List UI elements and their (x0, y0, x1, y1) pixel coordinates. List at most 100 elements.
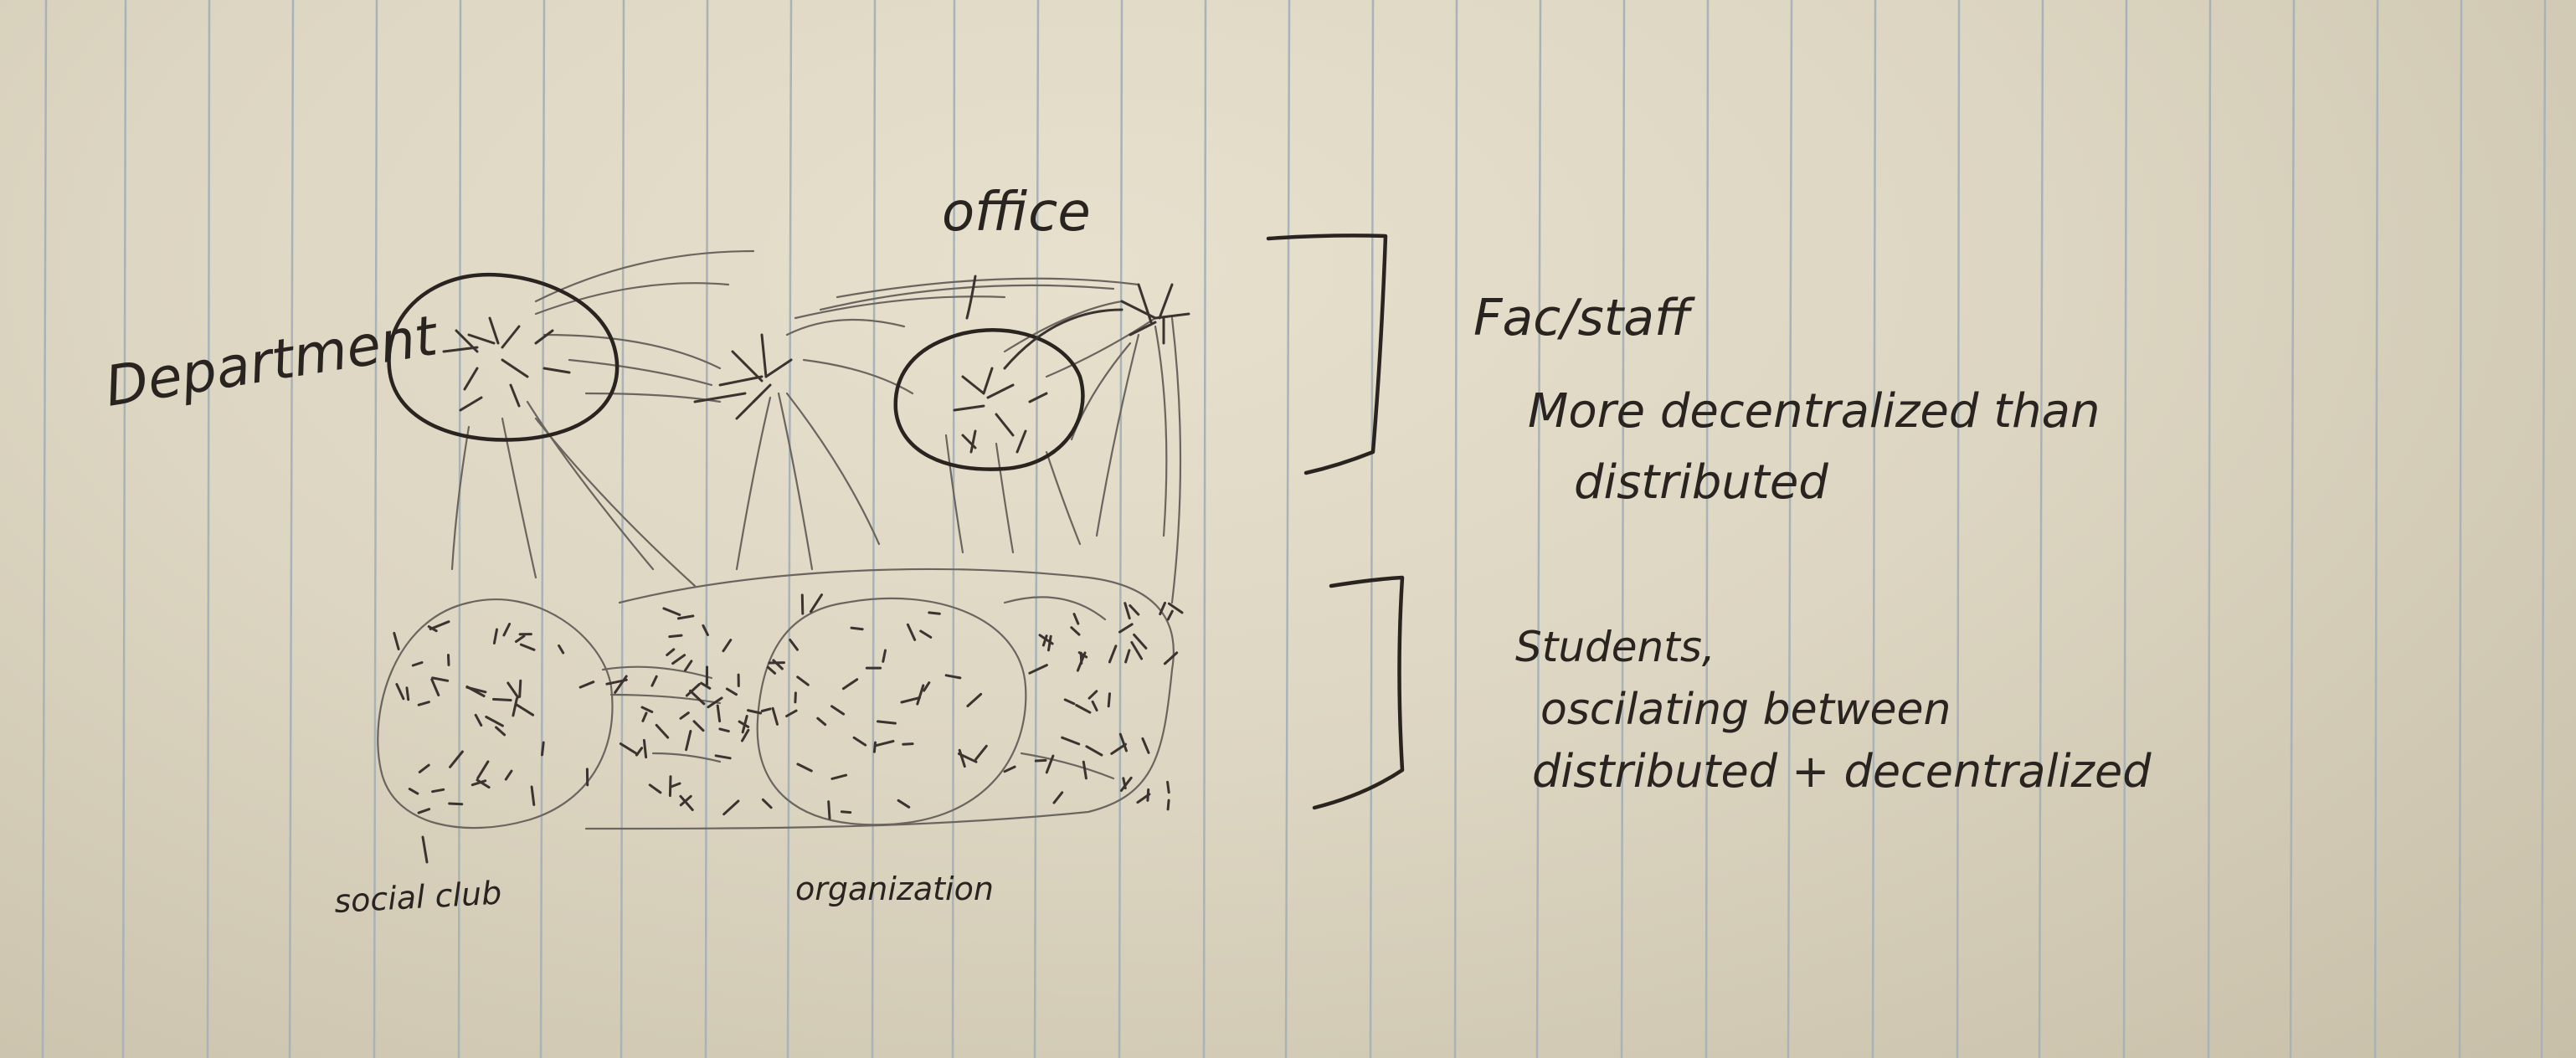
student-mark (902, 742, 914, 746)
rule-line (620, 0, 625, 1058)
student-mark (916, 684, 925, 706)
student-mark (642, 738, 648, 759)
student-mark (619, 742, 639, 756)
student-mark (430, 678, 440, 696)
rule-line (539, 0, 546, 1058)
student-mark (474, 713, 483, 727)
rule-line (288, 0, 295, 1058)
fac-staff-note-line1: More decentralized than (1528, 384, 2100, 439)
student-mark (614, 675, 628, 694)
student-mark (405, 686, 410, 701)
student-mark (906, 623, 917, 641)
student-mark (700, 681, 712, 690)
student-mark (679, 711, 690, 720)
student-mark (470, 779, 487, 787)
student-mark (447, 654, 450, 666)
rule-line (1535, 0, 1542, 1058)
rule-line (951, 0, 956, 1058)
rule-line (1453, 0, 1458, 1058)
rule-line (41, 0, 48, 1058)
student-mark (492, 697, 512, 701)
student-mark (974, 744, 988, 761)
student-mark (1118, 623, 1134, 634)
rule-line (2122, 0, 2128, 1058)
student-mark (676, 614, 695, 620)
rule-line (121, 0, 127, 1058)
student-mark (1072, 613, 1080, 625)
student-mark (725, 687, 738, 696)
rule-line (704, 0, 709, 1058)
student-mark (1085, 745, 1103, 757)
social-club-pointer (421, 835, 429, 864)
student-mark (760, 707, 772, 712)
student-mark (716, 704, 722, 723)
student-mark (944, 674, 962, 680)
student-mark (476, 760, 490, 779)
student-mark (395, 683, 405, 701)
rule-line (1118, 0, 1123, 1058)
student-mark (417, 701, 430, 706)
student-mark (679, 794, 694, 811)
student-mark (1082, 760, 1087, 780)
student-mark (1034, 758, 1047, 763)
student-mark (830, 705, 846, 716)
student-mark (714, 754, 732, 760)
rule-line (2540, 0, 2547, 1058)
student-mark (718, 727, 730, 733)
student-mark (841, 678, 859, 691)
student-mark (1107, 692, 1111, 708)
rule-line (2289, 0, 2296, 1058)
fac-staff-heading: Fac/staff (1473, 289, 1695, 347)
rule-line (2207, 0, 2212, 1058)
office-label: office (942, 182, 1091, 244)
student-mark (816, 716, 827, 727)
student-mark (1045, 754, 1055, 774)
student-mark (393, 631, 400, 650)
student-mark (1075, 704, 1092, 714)
student-mark (796, 763, 813, 773)
student-mark (1122, 777, 1127, 790)
student-mark (506, 681, 520, 699)
student-mark (966, 692, 983, 707)
student-mark (830, 773, 848, 780)
student-mark (1077, 651, 1088, 659)
student-mark (670, 782, 681, 788)
rule-line (1620, 0, 1626, 1058)
student-mark (662, 607, 681, 616)
student-mark (408, 788, 419, 795)
student-mark (685, 730, 692, 752)
student-mark (741, 728, 750, 742)
student-mark (877, 720, 897, 725)
student-mark (1123, 602, 1131, 620)
student-mark (1118, 732, 1128, 752)
student-mark (827, 800, 831, 820)
student-mark (1091, 700, 1098, 711)
student-mark (1052, 791, 1064, 804)
student-mark (840, 810, 852, 814)
office-cluster (893, 328, 1085, 471)
department-cluster (387, 272, 620, 442)
student-mark (502, 623, 512, 637)
rule-line (1787, 0, 1793, 1058)
student-mark (431, 788, 445, 794)
student-mark (689, 689, 706, 706)
student-mark (1124, 649, 1131, 664)
rule-line (1284, 0, 1291, 1058)
rule-line (2373, 0, 2379, 1058)
rule-line (786, 0, 793, 1058)
student-mark (541, 741, 545, 757)
student-mark (785, 709, 798, 717)
student-mark (492, 628, 498, 645)
student-mark (684, 660, 693, 672)
student-mark (1141, 737, 1150, 754)
staff-hub-right (1120, 283, 1190, 345)
rule-line (457, 0, 462, 1058)
student-mark (411, 661, 424, 667)
student-mark (897, 799, 911, 809)
student-marks (393, 593, 1184, 820)
student-mark (919, 629, 933, 639)
student-mark (1087, 690, 1098, 700)
rule-line (1033, 0, 1040, 1058)
students-note-line2: oscilating between (1540, 685, 1951, 735)
student-mark (771, 706, 779, 726)
